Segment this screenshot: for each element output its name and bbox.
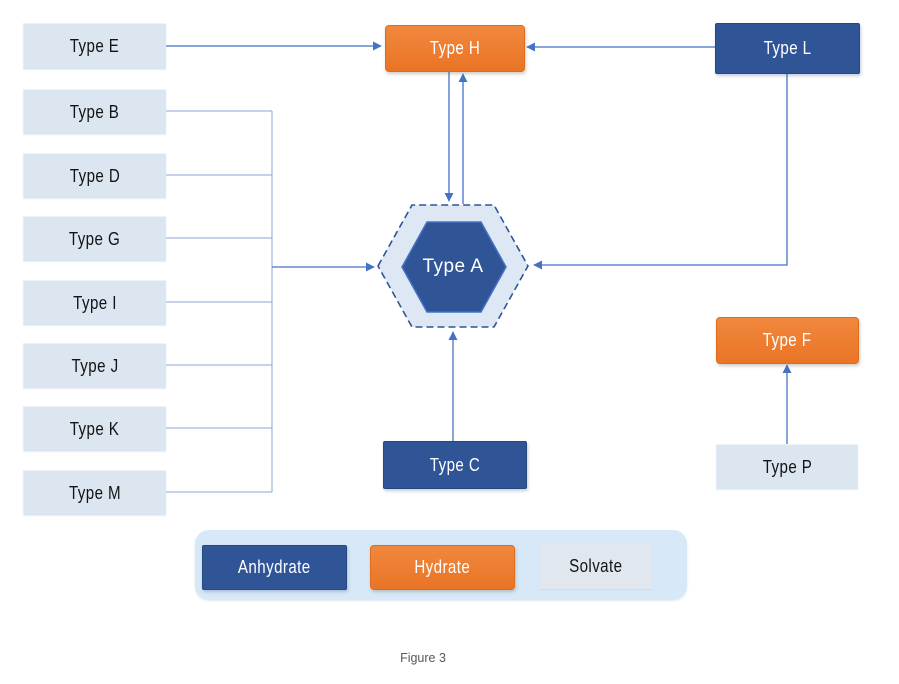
node-type-a-label: Type A [422, 256, 484, 277]
node-type-g-label: Type G [69, 228, 121, 249]
node-type-p: Type P [716, 444, 858, 489]
legend-item-anhydrate: Anhydrate [202, 545, 347, 590]
legend-item-solvate: Solvate [540, 543, 652, 589]
node-type-j-label: Type J [71, 355, 119, 376]
node-type-b: Type B [23, 89, 166, 134]
arrow-connectors [165, 41, 792, 444]
node-type-p-label: Type P [762, 456, 813, 477]
legend-anhydrate-label: Anhydrate [238, 557, 311, 577]
node-type-c-label: Type C [429, 454, 481, 475]
node-type-k-label: Type K [70, 418, 120, 439]
node-type-l-label: Type L [763, 38, 812, 58]
node-type-m-label: Type M [68, 482, 122, 503]
legend: Anhydrate Hydrate Solvate [195, 530, 687, 600]
legend-solvate-label: Solvate [569, 555, 623, 576]
node-type-b-label: Type B [70, 101, 120, 122]
solvate-bus-lines [165, 110, 273, 493]
node-type-c: Type C [383, 441, 527, 489]
node-type-i: Type I [23, 280, 166, 325]
node-type-j: Type J [23, 343, 166, 388]
legend-item-hydrate: Hydrate [370, 545, 515, 590]
legend-hydrate-label: Hydrate [414, 557, 471, 577]
node-type-f-label: Type F [763, 330, 812, 350]
node-type-l: Type L [715, 23, 860, 74]
node-type-e-label: Type E [70, 36, 120, 56]
node-type-h-label: Type H [429, 38, 481, 58]
figure-caption: Figure 3 [400, 651, 446, 665]
node-type-f: Type F [716, 317, 859, 364]
node-type-g: Type G [23, 216, 166, 261]
type-a-inner-hexagon [401, 221, 507, 313]
node-type-k: Type K [23, 406, 166, 451]
node-type-d-label: Type D [69, 165, 121, 186]
node-type-e: Type E [23, 23, 166, 69]
edge-type-l-to-type-a [533, 72, 788, 270]
node-type-a: Type A [393, 252, 513, 282]
node-type-i-label: Type I [73, 292, 117, 313]
node-type-m: Type M [23, 470, 166, 515]
node-type-d: Type D [23, 153, 166, 198]
node-type-h: Type H [385, 25, 525, 72]
